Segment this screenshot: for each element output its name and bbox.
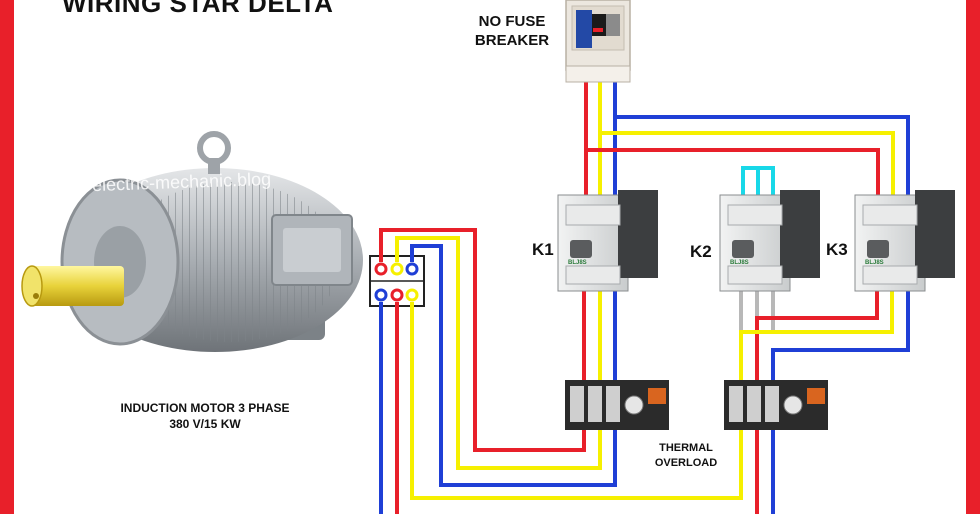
- breaker-label: NO FUSE BREAKER: [466, 12, 558, 50]
- terminal-v2: [405, 288, 419, 302]
- diagram-title: WIRING STAR DELTA: [62, 0, 334, 18]
- motor-caption-line2: 380 V/15 KW: [169, 417, 241, 431]
- contactor-k3-top-terminals: [862, 204, 918, 226]
- contactor-k1-label: K1: [532, 240, 554, 259]
- shaft-end: [21, 265, 43, 307]
- left-red-border: [0, 0, 14, 514]
- overload-2-reset: [807, 388, 825, 404]
- contactor-k1-bottom-terminals: [565, 265, 621, 285]
- wire-ol1-w1: [410, 244, 617, 487]
- thermal-overload-label-line2: OVERLOAD: [654, 457, 718, 469]
- wire-ol2-v2: [410, 302, 743, 500]
- lifting-eye: [197, 131, 231, 165]
- contactor-k3-window: [867, 240, 889, 258]
- thermal-overload-label: THERMAL OVERLOAD: [636, 441, 736, 471]
- lifting-eye-stem: [208, 158, 220, 174]
- shaft-keyway: [33, 293, 39, 299]
- motor-caption-line1: INDUCTION MOTOR 3 PHASE: [120, 401, 290, 415]
- wire-l2-breaker-k3: [600, 131, 895, 200]
- wire-k3-ol2-red: [755, 290, 879, 385]
- contactor-k3-label: K3: [826, 240, 848, 259]
- terminal-u2: [390, 288, 404, 302]
- contactor-k1-window: [570, 240, 592, 258]
- breaker-toggle: [592, 14, 606, 36]
- wire-ol1-u1: [379, 228, 586, 452]
- wire-l3-breaker-k3: [615, 115, 910, 200]
- terminal-box-cover: [283, 228, 341, 272]
- contactor-k3-badge: BLJ8S: [865, 260, 884, 266]
- thermal-overload-2: [724, 380, 828, 430]
- motor-terminal-block: [369, 255, 425, 307]
- contactor-k3-bottom-terminals: [862, 265, 918, 285]
- terminal-u1: [374, 262, 388, 276]
- contactor-k1-aux: [618, 190, 658, 278]
- contactor-k2-label: K2: [690, 242, 712, 261]
- overload-1-terminal-1: [570, 386, 584, 422]
- breaker-terminals: [565, 65, 631, 83]
- wire-k3-ol2-yellow: [739, 290, 894, 385]
- motor-shaft: [28, 266, 124, 306]
- contactor-k2-window: [732, 240, 754, 258]
- overload-1-reset: [648, 388, 666, 404]
- breaker-trip-flag: [593, 28, 603, 32]
- breaker-trip-indicator: [606, 14, 620, 36]
- no-fuse-breaker: [565, 0, 631, 83]
- breaker-label-line1: NO FUSE: [478, 13, 546, 30]
- overload-2-terminal-2: [747, 386, 761, 422]
- wire-ol1-v1: [395, 236, 602, 470]
- wire-k3-ol2-blue: [771, 290, 910, 385]
- contactor-k2: BLJ8S: [719, 190, 820, 292]
- contactor-k2-badge: BLJ8S: [730, 260, 749, 266]
- overload-2-terminal-3: [765, 386, 779, 422]
- terminal-w2: [374, 288, 388, 302]
- terminal-w1: [405, 262, 419, 276]
- contactor-k2-bottom-terminals: [727, 265, 783, 285]
- overload-2-dial: [783, 395, 803, 415]
- overload-2-terminal-1: [729, 386, 743, 422]
- contactor-k1-badge: BLJ8S: [568, 260, 587, 266]
- motor-caption: INDUCTION MOTOR 3 PHASE 380 V/15 KW: [102, 400, 308, 432]
- contactor-k3: BLJ8S: [854, 190, 955, 292]
- overload-1-terminal-2: [588, 386, 602, 422]
- overload-1-terminal-3: [606, 386, 620, 422]
- contactor-k3-aux: [915, 190, 955, 278]
- right-red-border: [966, 0, 980, 514]
- breaker-label-line2: BREAKER: [474, 32, 550, 49]
- contactor-k2-top-terminals: [727, 204, 783, 226]
- induction-motor: [21, 131, 363, 352]
- thermal-overload-label-line1: THERMAL: [659, 442, 713, 454]
- contactor-k1-top-terminals: [565, 204, 621, 226]
- contactor-k1: BLJ8S: [557, 190, 658, 292]
- thermal-overload-1: [565, 380, 669, 430]
- contactor-k2-aux: [780, 190, 820, 278]
- terminal-v1: [390, 262, 404, 276]
- breaker-blue-panel: [576, 10, 592, 48]
- wire-l1-breaker-k3: [586, 148, 880, 200]
- overload-1-dial: [624, 395, 644, 415]
